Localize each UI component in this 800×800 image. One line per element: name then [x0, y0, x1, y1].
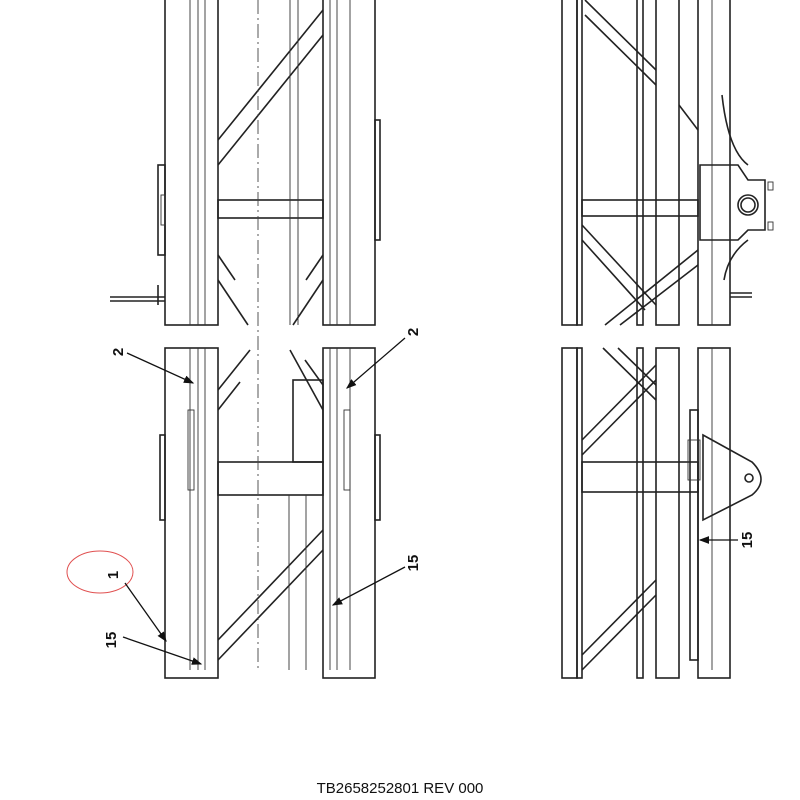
mast-section-drawing: 2 2 1 15 15 15 [66, 0, 774, 679]
side-view-upper-section [561, 0, 774, 326]
side-view [561, 0, 774, 679]
callout-2-right: 2 [405, 328, 422, 336]
document-number: TB2658252801 REV 000 [316, 780, 484, 797]
callout-15-left: 15 [103, 632, 120, 649]
callout-15-side: 15 [739, 532, 756, 549]
highlight-ellipse [66, 550, 134, 594]
callouts: 2 2 1 15 15 15 [66, 328, 756, 665]
front-view-upper-section [110, 0, 381, 326]
front-view [110, 0, 381, 679]
callout-2-left: 2 [110, 348, 127, 356]
front-view-lower-section [159, 347, 381, 679]
callout-1: 1 [105, 571, 122, 579]
side-view-lower-section [561, 347, 762, 679]
callout-15-right: 15 [405, 555, 422, 572]
